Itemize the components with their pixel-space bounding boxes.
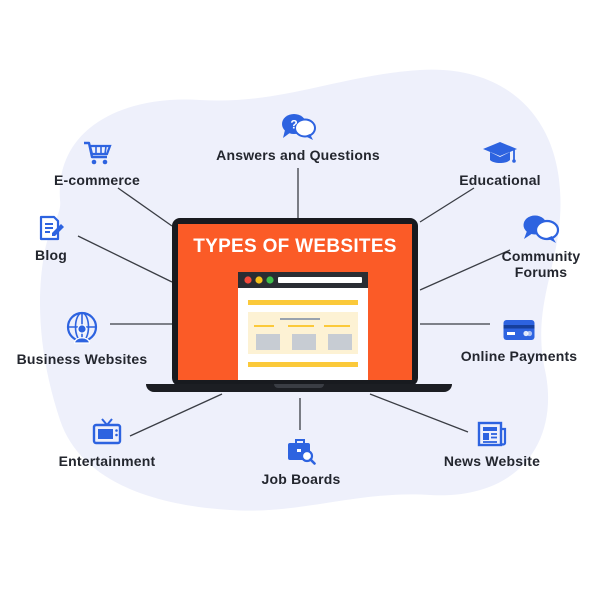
browser-minimize-dot: [255, 276, 263, 284]
node-job-boards: Job Boards: [211, 437, 391, 487]
browser-maximize-dot: [266, 276, 274, 284]
connector-forums: [419, 249, 511, 291]
globe-user-icon: [66, 311, 98, 344]
briefcase-search-icon: [288, 439, 316, 465]
node-ecommerce: E-commerce: [7, 140, 187, 188]
node-label: Job Boards: [261, 471, 341, 487]
connector-entertainment: [129, 393, 223, 437]
node-educational: Educational: [410, 140, 590, 188]
node-entertainment: Entertainment: [17, 417, 197, 469]
browser-close-dot: [244, 276, 252, 284]
shopping-cart-icon: [84, 141, 112, 165]
laptop-screen-frame: TYPES OF WEBSITES: [172, 218, 418, 386]
svg-text:?: ?: [290, 118, 297, 132]
node-label: Business Websites: [16, 351, 148, 367]
chat-bubbles-icon: [523, 215, 560, 243]
graduation-cap-icon: [483, 142, 517, 163]
node-news-website: News Website: [402, 421, 582, 469]
node-label: Entertainment: [58, 453, 156, 469]
node-label: Online Payments: [460, 348, 578, 364]
laptop-base: [146, 384, 452, 392]
question-chat-icon: ?: [282, 114, 316, 140]
website-wireframe: [238, 272, 368, 380]
laptop-screen: TYPES OF WEBSITES: [178, 224, 412, 380]
node-answers-questions: ? Answers and Questions: [208, 113, 388, 163]
diagram-title: TYPES OF WEBSITES: [193, 236, 397, 257]
connector-blog: [77, 235, 173, 283]
node-online-payments: Online Payments: [429, 318, 600, 364]
laptop-illustration: TYPES OF WEBSITES: [146, 218, 452, 394]
node-community-forums: Community Forums: [451, 214, 600, 280]
connector-news: [369, 393, 469, 433]
credit-card-icon: [503, 320, 535, 340]
node-label: Community Forums: [501, 248, 581, 280]
node-label: News Website: [443, 453, 541, 469]
node-label: E-commerce: [53, 172, 141, 188]
connector-educational: [419, 187, 475, 223]
document-edit-icon: [39, 215, 64, 241]
newspaper-icon: [477, 421, 507, 447]
node-blog: Blog: [0, 215, 141, 263]
node-label: Blog: [35, 247, 67, 263]
node-label: Educational: [459, 172, 541, 188]
television-icon: [92, 418, 122, 445]
node-business-websites: Business Websites: [0, 311, 172, 367]
laptop-notch: [274, 384, 324, 388]
node-label: Answers and Questions: [216, 147, 380, 163]
connector-ecommerce: [117, 187, 173, 227]
